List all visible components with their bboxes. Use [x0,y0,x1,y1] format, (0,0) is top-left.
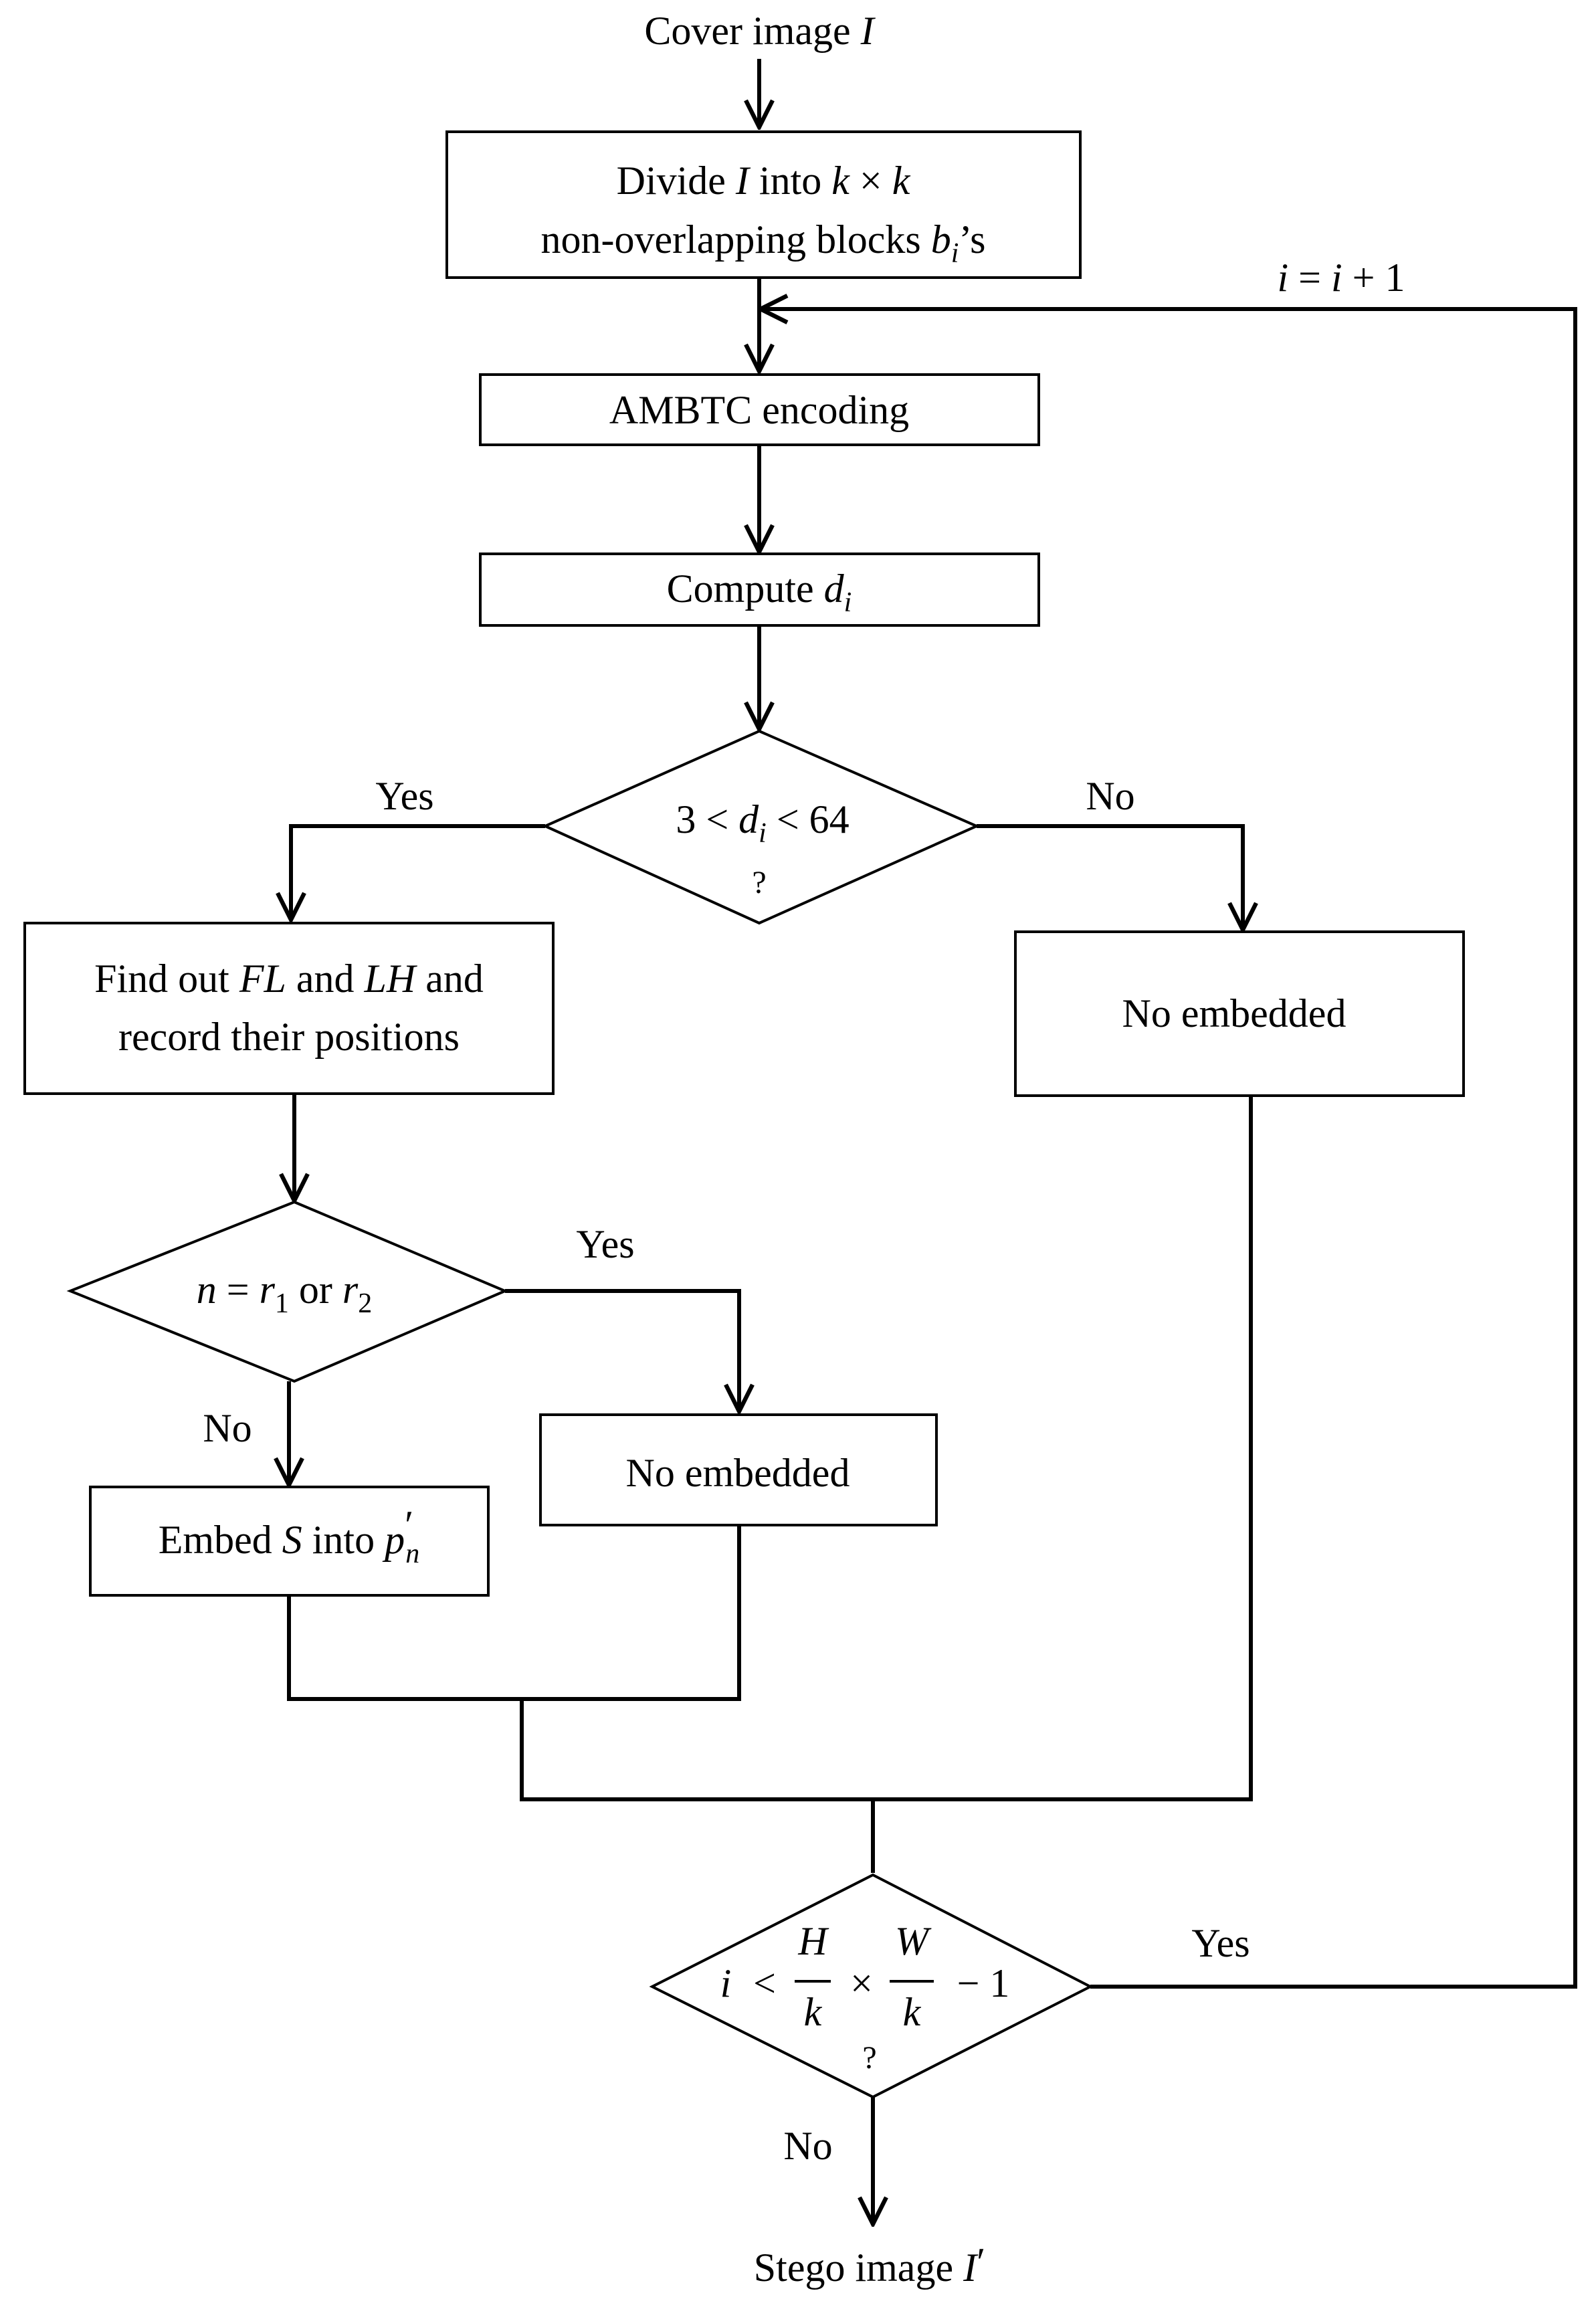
decision3-diamond [649,1873,1094,2099]
decision3-k1: k [804,1990,823,2034]
connectors [287,59,1577,2224]
decision1-node: 3 < di < 64 ? [542,729,980,925]
divide-box [445,130,1082,279]
ambtc-node: AMBTC encoding [479,373,1040,446]
compute-node: Compute di [479,553,1040,627]
ambtc-box [479,373,1040,446]
divide-line2: non-overlapping blocks bi’s [541,217,986,269]
start-label: Cover image I [644,9,876,53]
find-node: Find out FL and LH and record their posi… [23,922,555,1095]
merge-embed-to-mid [287,1525,741,1701]
decision3-question: ? [862,2040,876,2076]
embed-node: Embed S into p′n [89,1486,490,1597]
find-line1: Find out FL and LH and [94,957,484,1001]
compute-label: Compute di [667,567,852,618]
decision3-times: × [850,1961,873,2005]
decision2-yes-label: Yes [576,1222,634,1266]
no-embedded-mid-node: No embedded [539,1413,938,1526]
arrow-decision1-no [977,824,1243,930]
compute-box [479,553,1040,627]
decision1-condition: 3 < di < 64 [676,797,849,849]
divide-node: Divide I into k × k non-overlapping bloc… [445,130,1082,279]
find-line2: record their positions [118,1015,460,1059]
no-embedded-right-box [1014,930,1465,1097]
decision3-H: H [797,1919,829,1963]
decision2-no-label: No [203,1406,252,1450]
decision3-minus-one: − 1 [957,1961,1010,2005]
find-box [23,922,555,1095]
decision2-node: n = r1 or r2 [66,1200,509,1383]
decision3-lt: < [753,1961,776,2005]
merge-left-to-main [520,1097,1253,1801]
arrow-decision1-yes [291,824,545,920]
end-label: Stego image I′ [754,2240,985,2290]
decision3-k2: k [903,1990,922,2034]
embed-label: Embed S into p′n [159,1503,419,1569]
decision3-i: i [720,1961,732,2005]
decision3-yes-label: Yes [1191,1921,1250,1965]
decision3-no-label: No [783,2124,832,2168]
decision1-question: ? [752,865,766,900]
decision2-diamond [66,1200,509,1383]
divide-line1: Divide I into k × k [617,159,911,203]
decision1-diamond [542,729,980,925]
decision3-node: i < H k × W k − 1 ? [649,1873,1094,2099]
no-embedded-mid-label: No embedded [626,1451,850,1495]
decision2-condition: n = r1 or r2 [197,1268,373,1319]
decision1-yes-label: Yes [375,774,433,818]
increment-label: i = i + 1 [1277,256,1405,300]
no-embedded-right-label: No embedded [1122,991,1346,1035]
no-embedded-right-node: No embedded [1014,930,1465,1097]
arrow-decision2-yes [505,1289,739,1411]
no-embedded-mid-box [539,1413,938,1526]
arrow-decision3-yes-loop [761,309,1577,1989]
embed-box [89,1486,490,1597]
ambtc-label: AMBTC encoding [609,388,909,432]
decision3-W: W [895,1919,932,1963]
decision1-no-label: No [1086,774,1134,818]
